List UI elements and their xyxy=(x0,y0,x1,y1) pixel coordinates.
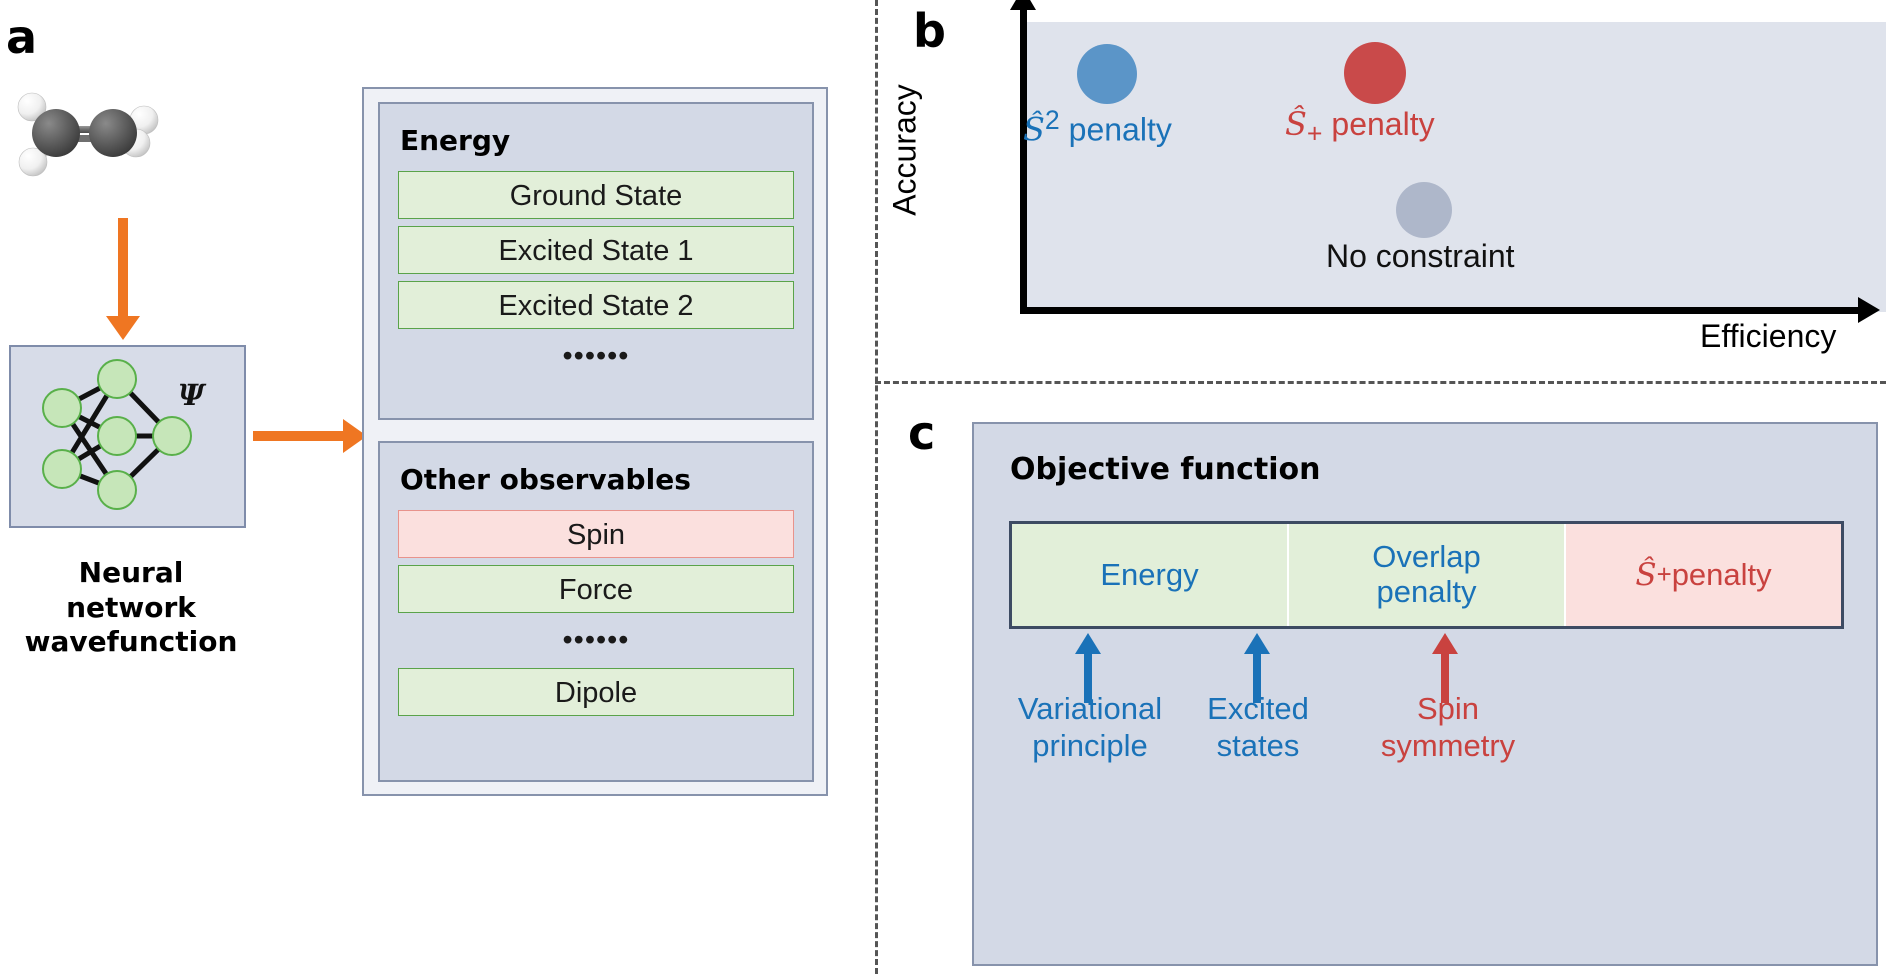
x-axis-label: Efficiency xyxy=(1700,318,1837,354)
observable-item-force: Force xyxy=(398,565,794,613)
neural-network-box xyxy=(9,345,246,528)
psi-symbol-label: Ψ xyxy=(178,378,205,412)
energy-item-ground-state: Ground State xyxy=(398,171,794,219)
y-axis-arrow xyxy=(1010,0,1036,314)
objective-cell-splus-penalty: Ŝ+ penalty xyxy=(1566,524,1841,626)
panel-label-c: c xyxy=(908,406,936,460)
ethylene-molecule-icon xyxy=(17,92,159,177)
objective-cell-overlap-penalty: Overlap penalty xyxy=(1289,524,1566,626)
observable-item-dipole: Dipole xyxy=(398,668,794,716)
bubble-no-constraint xyxy=(1396,182,1452,238)
energy-panel-title: Energy xyxy=(400,124,511,157)
caption-excited-states: Excited states xyxy=(1207,691,1309,764)
observable-item-spin: Spin xyxy=(398,510,794,558)
accuracy-efficiency-plot-area xyxy=(1026,22,1886,312)
caption-variational-principle: Variational principle xyxy=(1017,691,1163,764)
arrow-molecule-to-network xyxy=(106,218,140,340)
panel-label-a: a xyxy=(6,10,38,64)
arrow-excited-states xyxy=(1244,633,1270,703)
arrow-network-to-observables xyxy=(253,419,367,453)
energy-item-excited-state-1: Excited State 1 xyxy=(398,226,794,274)
objective-terms-row: Energy Overlap penalty Ŝ+ penalty xyxy=(1009,521,1844,629)
bubble-label-no-constraint: No constraint xyxy=(1326,238,1515,274)
energy-item-excited-state-2: Excited State 2 xyxy=(398,281,794,329)
panel-divider-horizontal xyxy=(875,381,1886,384)
caption-spin-symmetry: Spin symmetry xyxy=(1380,691,1516,764)
arrow-variational-principle xyxy=(1075,633,1101,703)
objective-function-box xyxy=(972,422,1878,966)
bubble-s2-penalty xyxy=(1077,44,1137,104)
neural-network-graph-icon xyxy=(42,359,192,510)
panel-label-b: b xyxy=(913,4,946,58)
arrow-spin-symmetry xyxy=(1432,633,1458,703)
other-observables-title: Other observables xyxy=(400,463,691,496)
bubble-label-splus-penalty: Ŝ+ penalty xyxy=(1285,105,1435,149)
observables-container: Energy Ground State Excited State 1 Exci… xyxy=(362,87,828,796)
panel-divider-vertical xyxy=(875,0,878,974)
bubble-label-s2-penalty: Ŝ2 penalty xyxy=(1023,105,1172,149)
energy-ellipsis: •••••• xyxy=(562,340,630,372)
other-observables-panel: Other observables Spin Force •••••• Dipo… xyxy=(378,441,814,782)
bubble-splus-penalty xyxy=(1344,42,1406,104)
objective-function-title: Objective function xyxy=(1010,452,1321,487)
energy-panel: Energy Ground State Excited State 1 Exci… xyxy=(378,102,814,420)
x-axis-arrow xyxy=(1020,297,1880,323)
objective-cell-energy: Energy xyxy=(1012,524,1289,626)
other-observables-ellipsis: •••••• xyxy=(562,624,630,656)
neural-network-caption: Neural network wavefunction xyxy=(24,556,238,659)
y-axis-label: Accuracy xyxy=(886,84,923,216)
